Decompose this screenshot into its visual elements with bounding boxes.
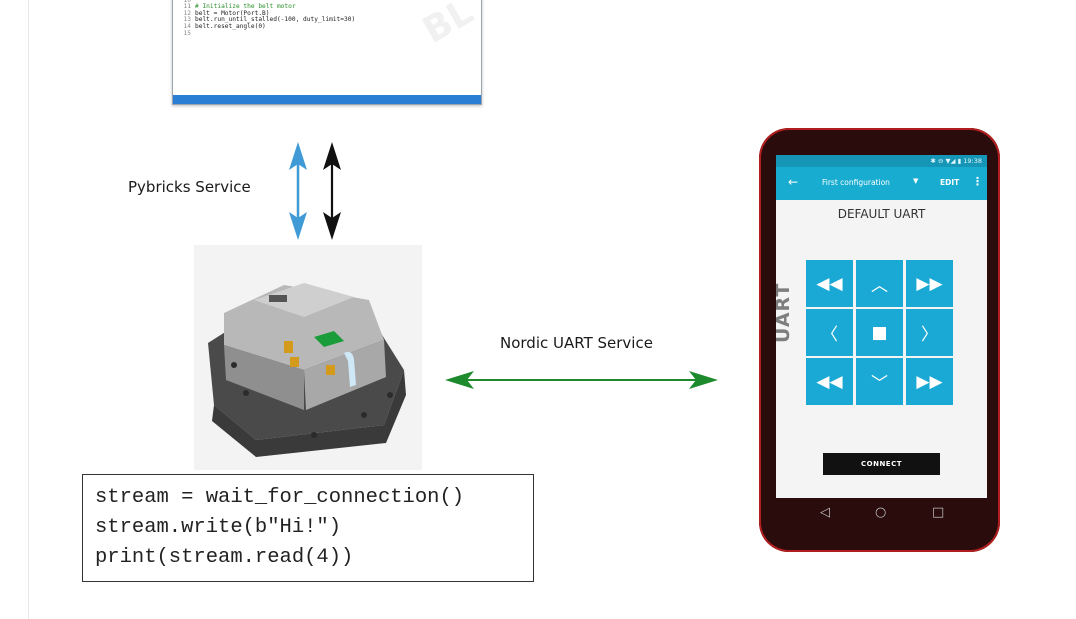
code-line-3: print(stream.read(4)) — [95, 546, 354, 569]
editor-status-bar — [173, 95, 481, 104]
connect-button[interactable]: CONNECT — [823, 453, 940, 475]
editor-line: 13 belt.run_until_stalled(-100, duty_limi… — [177, 17, 477, 24]
editor-line: 11 # Initialize the belt motor — [177, 4, 477, 11]
phone-screen: ✱ ⊖ ▼◢ ▮ 19:38 ← First configuration ▼ E… — [776, 155, 987, 498]
rewind-icon[interactable]: ◀◀ — [806, 260, 853, 307]
chevron-left-icon[interactable]: 〈 — [806, 309, 853, 356]
editor-line: 15 — [177, 29, 477, 38]
nav-recents-icon[interactable]: □ — [932, 505, 945, 520]
editor-line: 14 belt.reset_angle(0) — [177, 22, 477, 31]
uart-screen-title: DEFAULT UART — [837, 207, 926, 221]
lego-hub-illustration — [208, 283, 406, 457]
uart-vertical-label: UART — [776, 282, 794, 343]
chevron-up-icon[interactable]: ︿ — [856, 260, 903, 307]
pybricks-black-double-arrow — [323, 142, 341, 240]
editor-line: 12 belt = Motor(Port.B) — [177, 9, 477, 18]
hub-image — [194, 245, 422, 470]
editor-line-number: 12 — [183, 9, 191, 17]
pybricks-service-label: Pybricks Service — [128, 178, 251, 196]
pybricks-blue-double-arrow — [289, 142, 307, 240]
code-line-1: stream = wait_for_connection() — [95, 486, 465, 509]
editor-line-number: 15 — [183, 29, 191, 37]
back-arrow-icon[interactable]: ← — [788, 175, 799, 189]
nordic-green-double-arrow — [445, 371, 718, 389]
nav-home-icon[interactable]: ○ — [875, 505, 887, 520]
android-nav-bar: ◁ ○ □ — [776, 498, 987, 528]
fast-forward-icon[interactable]: ▶▶ — [906, 260, 953, 307]
control-pad: ◀◀ ︿ ▶▶ 〈 ■ 〉 ◀◀ ﹀ ▶▶ — [806, 260, 956, 406]
dropdown-caret-icon[interactable]: ▼ — [913, 177, 919, 185]
chevron-right-icon[interactable]: 〉 — [906, 309, 953, 356]
more-options-icon[interactable]: ⋮ — [972, 175, 983, 188]
edit-button[interactable]: EDIT — [940, 178, 960, 187]
app-toolbar: ← First configuration ▼ EDIT ⋮ — [776, 167, 987, 200]
editor-line-number: 10 — [183, 0, 191, 4]
python-code-box: stream = wait_for_connection() stream.wri… — [82, 474, 534, 582]
editor-line-text: belt.reset_angle(0) — [195, 22, 266, 30]
chevron-down-icon[interactable]: ﹀ — [856, 358, 903, 405]
editor-line: 10 — [177, 0, 477, 4]
nordic-uart-service-label: Nordic UART Service — [500, 334, 653, 352]
stop-icon[interactable]: ■ — [856, 309, 903, 356]
configuration-title[interactable]: First configuration — [822, 178, 890, 187]
fast-forward-icon[interactable]: ▶▶ — [906, 358, 953, 405]
rewind-icon[interactable]: ◀◀ — [806, 358, 853, 405]
editor-line-text: belt = Motor(Port.B) — [195, 9, 270, 17]
editor-line-number: 14 — [183, 22, 191, 30]
editor-line-number: 11 — [183, 3, 191, 11]
nav-back-icon[interactable]: ◁ — [820, 505, 830, 520]
code-line-2: stream.write(b"Hi!") — [95, 516, 342, 539]
phone-status-bar: ✱ ⊖ ▼◢ ▮ 19:38 — [776, 155, 987, 167]
editor-line-text: belt.run_until_stalled(-100, duty_limit=… — [195, 16, 356, 24]
editor-line-text: # Initialize the belt motor — [195, 3, 296, 11]
left-margin-rule — [28, 0, 29, 619]
editor-line-number: 13 — [183, 16, 191, 24]
